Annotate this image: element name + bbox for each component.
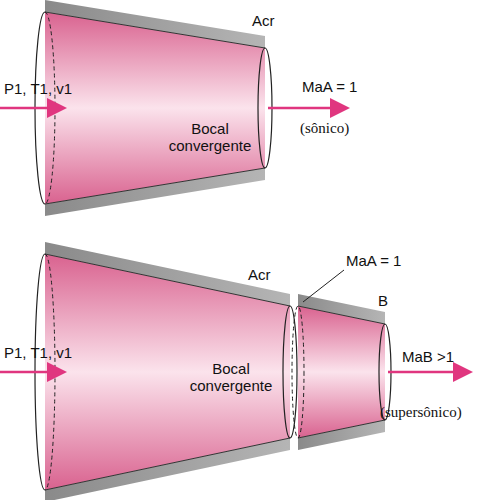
nozzle-wall bbox=[45, 438, 290, 500]
throat-section bbox=[283, 306, 297, 438]
flow-label: MaA = 1 bbox=[302, 78, 357, 95]
leader-line bbox=[303, 270, 344, 302]
flow-label: (supersônico) bbox=[380, 404, 462, 421]
flow-label: MaB >1 bbox=[402, 348, 454, 365]
flow-label: P1, T1, v1 bbox=[4, 80, 72, 97]
flow-label: (sônico) bbox=[300, 120, 349, 137]
flow-label: MaA = 1 bbox=[346, 252, 401, 269]
nozzle-wall bbox=[45, 0, 265, 48]
nozzle-wall bbox=[298, 420, 385, 450]
part-label: Bocal convergente bbox=[178, 360, 284, 395]
nozzle-wall bbox=[45, 242, 290, 306]
flow-label: Acr bbox=[246, 266, 273, 283]
flow-region bbox=[298, 306, 385, 438]
section-label: B bbox=[378, 292, 388, 309]
flow-label: Acr bbox=[250, 12, 277, 29]
nozzle-wall bbox=[298, 294, 385, 324]
nozzle-wall bbox=[45, 168, 265, 216]
flow-label: P1, T1, v1 bbox=[4, 344, 72, 361]
part-label: Bocal convergente bbox=[158, 120, 262, 155]
